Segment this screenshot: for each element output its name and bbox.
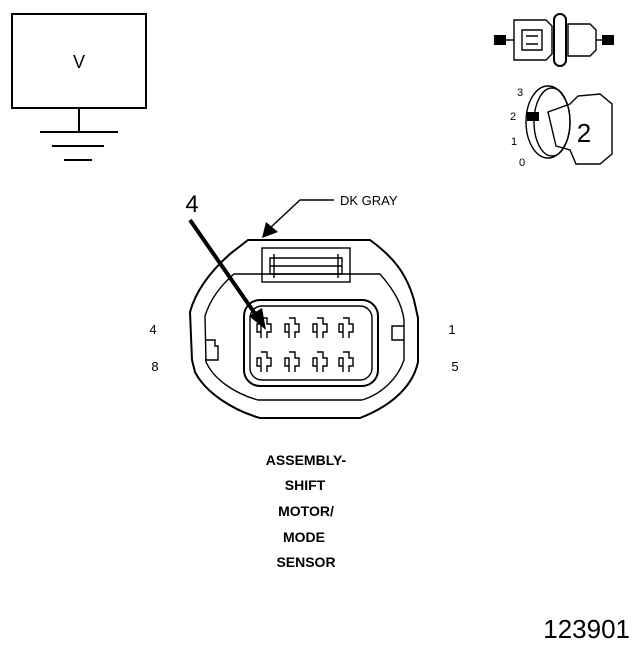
pin-label-4: 4 [149,322,156,337]
connector-body [188,239,419,419]
figure-number: 123901 [543,614,630,644]
component-name-line: MODE [283,529,325,545]
voltmeter-label: V [73,52,85,72]
pin-cavity [256,351,272,372]
key-position-2: 2 [510,111,516,123]
pin-label-1: 1 [448,322,455,337]
pin-cavity [284,317,300,338]
callout-arrow-icon [188,218,266,330]
pin-cavity [338,351,354,372]
key-head-icon [547,93,613,165]
key-number: 2 [577,118,591,148]
pin-label-5: 5 [451,359,458,374]
pin-cavity [284,351,300,372]
component-name-line: ASSEMBLY- [266,452,347,468]
callout-number: 4 [185,191,198,218]
component-name-line: SHIFT [285,477,326,493]
connector-disconnect-icon [494,13,614,67]
ground-icon [40,108,118,161]
key-position-marker [527,112,539,121]
pin-cavity-frame [243,299,379,387]
pin-cavity [312,351,328,372]
wire-color-label: DK GRAY [340,193,398,208]
component-name-line: MOTOR/ [278,503,334,519]
pin-cavity [312,317,328,338]
ignition-key-icon: 3 2 1 0 2 [510,85,613,169]
key-position-0: 0 [519,157,525,169]
pin-cavity [338,317,354,338]
voltmeter-symbol: V [11,13,147,161]
wire-color-leader-icon [262,199,334,238]
key-position-1: 1 [511,136,517,148]
component-name-line: SENSOR [276,554,335,570]
pin-cavity [256,317,272,338]
component-name: ASSEMBLY- SHIFT MOTOR/ MODE SENSOR [266,452,347,570]
pin-label-8: 8 [151,359,158,374]
key-position-3: 3 [517,87,523,99]
pin-cavities [256,317,354,372]
connector-latch [261,247,351,283]
